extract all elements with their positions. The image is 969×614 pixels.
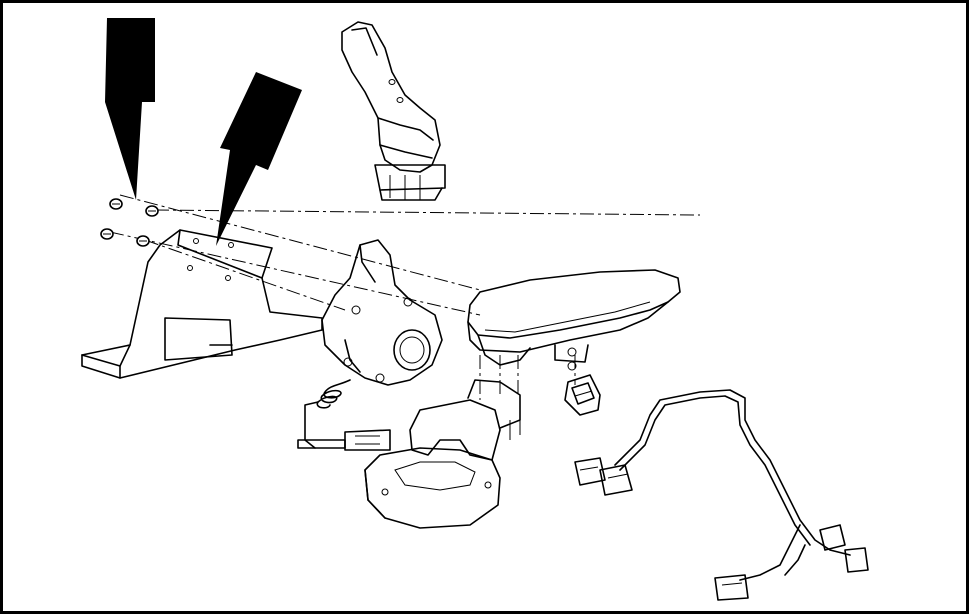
screw-bottom-right bbox=[136, 235, 150, 247]
joystick-base-unit bbox=[321, 239, 443, 386]
joystick-handle bbox=[341, 21, 446, 201]
wiring-harness bbox=[574, 389, 869, 601]
armrest-pad bbox=[467, 269, 681, 371]
screw-top-right bbox=[145, 205, 159, 217]
arrow-indicator-left bbox=[105, 18, 155, 200]
screw-bottom-left bbox=[100, 228, 114, 240]
rocker-switch bbox=[564, 374, 601, 416]
mounting-bracket bbox=[81, 229, 323, 379]
armrest-pod-housing bbox=[364, 379, 521, 529]
screw-top-left bbox=[109, 198, 123, 210]
coiled-cable bbox=[297, 379, 391, 451]
arrow-indicator-right bbox=[216, 72, 302, 246]
